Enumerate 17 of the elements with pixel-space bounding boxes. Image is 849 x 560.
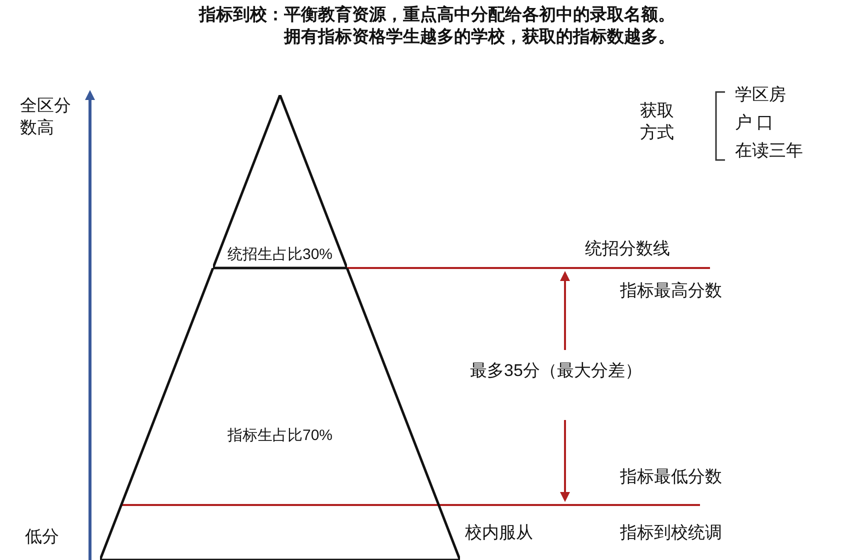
method-label: 获取方式 [640, 100, 675, 144]
pyramid-top-section [213, 95, 347, 268]
axis-label: 低分 [25, 526, 59, 548]
method-item: 学区房 [735, 84, 786, 106]
score-gap-label: 最多35分（最大分差） [470, 360, 642, 382]
score-label: 指标最高分数 [620, 280, 722, 302]
method-item: 在读三年 [735, 140, 803, 162]
section-label: 指标生占比70% [226, 426, 334, 446]
rule-label: 指标到校统调 [620, 522, 722, 544]
score-label: 指标最低分数 [620, 466, 722, 488]
title-text: 指标到校：平衡教育资源，重点高中分配给各初中的录取名额。拥有指标资格学生越多的学校，获取的指标数越多。 [198, 4, 675, 48]
score-line-label: 统招分数线 [585, 238, 670, 260]
pyramid-bottom-section [100, 268, 460, 560]
section-label: 统招生占比30% [226, 245, 334, 264]
rule-label: 校内服从 [465, 522, 533, 544]
axis-label: 全区分数高 [20, 95, 72, 140]
method-item: 户 口 [735, 112, 774, 134]
